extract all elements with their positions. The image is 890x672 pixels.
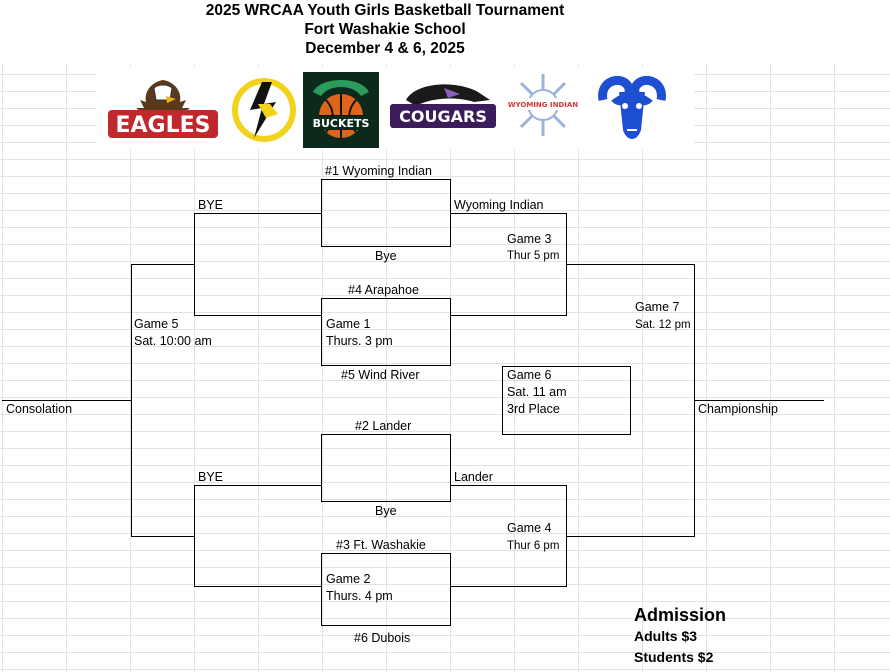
championship-label: Championship — [698, 402, 778, 416]
bracket-line — [502, 434, 631, 435]
bracket-line — [694, 400, 824, 401]
winner-bottom-label: Lander — [454, 470, 493, 484]
bracket-line — [450, 298, 451, 366]
bracket-line — [321, 434, 451, 435]
bracket-line — [566, 536, 695, 537]
game1-name: Game 1 — [326, 317, 371, 331]
bracket-line — [194, 485, 195, 587]
bracket-line — [566, 264, 695, 265]
bracket-line — [321, 298, 451, 299]
admission-adults: Adults $3 — [634, 628, 698, 644]
buckets-logo-text: BUCKETS — [313, 117, 370, 130]
bracket-line — [450, 485, 567, 486]
bracket-line — [2, 400, 132, 401]
bye-game-bottom-label: Bye — [375, 504, 397, 518]
bracket-line — [321, 625, 451, 626]
bracket-line — [566, 485, 567, 587]
game3-time: Thur 5 pm — [507, 250, 560, 262]
admission-students: Students $2 — [634, 649, 714, 665]
seed-5-label: #5 Wind River — [341, 368, 420, 382]
tournament-title: 2025 WRCAA Youth Girls Basketball Tourna… — [205, 2, 565, 19]
bracket-line — [630, 366, 631, 435]
bracket-line — [194, 213, 322, 214]
game6-note: 3rd Place — [507, 402, 560, 416]
game5-name: Game 5 — [134, 317, 179, 331]
wind-river-cougars-logo: COUGARS — [386, 78, 500, 137]
bracket-line — [194, 485, 322, 486]
dates-title: December 4 & 6, 2025 — [305, 40, 465, 57]
bracket-line — [194, 315, 322, 316]
seed-6-label: #6 Dubois — [354, 631, 411, 645]
bracket-line — [450, 434, 451, 502]
game3-name: Game 3 — [507, 232, 552, 246]
admission-title: Admission — [634, 605, 727, 625]
bracket-line — [321, 434, 322, 502]
bracket-line — [321, 246, 451, 247]
bracket-line — [321, 298, 322, 366]
bracket-line — [450, 553, 451, 626]
bracket-line — [131, 536, 195, 537]
wyoming-indian-logo-text: WYOMING INDIAN — [508, 101, 578, 109]
game1-time: Thurs. 3 pm — [326, 334, 393, 348]
bracket-line — [321, 553, 451, 554]
seed-4-label: #4 Arapahoe — [348, 283, 419, 297]
game7-time: Sat. 12 pm — [635, 319, 691, 331]
game7-name: Game 7 — [635, 300, 680, 314]
bracket-line — [131, 264, 195, 265]
eagles-logo-text: EAGLES — [115, 113, 210, 138]
game4-time: Thur 6 pm — [507, 540, 560, 552]
ram-logo — [593, 70, 671, 155]
game2-name: Game 2 — [326, 572, 371, 586]
bracket-line — [321, 553, 322, 626]
winner-top-label: Wyoming Indian — [454, 198, 544, 212]
bracket-line — [321, 501, 451, 502]
buckets-club-logo: BUCKETS — [301, 70, 381, 155]
game4-name: Game 4 — [507, 521, 552, 535]
game5-time: Sat. 10:00 am — [134, 334, 212, 348]
bye-game-top-label: Bye — [375, 249, 397, 263]
consolation-label: Consolation — [6, 402, 73, 416]
lightning-hawk-logo — [232, 74, 296, 151]
bye-bottom-label: BYE — [198, 470, 224, 484]
seed-1-label: #1 Wyoming Indian — [325, 164, 432, 178]
game6-time: Sat. 11 am — [507, 385, 567, 399]
cougars-logo-text: COUGARS — [399, 107, 487, 126]
game2-time: Thurs. 4 pm — [326, 589, 393, 603]
wyoming-indian-logo: WYOMING INDIAN — [508, 70, 578, 145]
bracket-line — [194, 586, 322, 587]
bracket-line — [450, 586, 567, 587]
seed-3-label: #3 Ft. Washakie — [336, 538, 426, 552]
bracket-line — [321, 179, 451, 180]
venue-title: Fort Washakie School — [304, 21, 466, 38]
eagles-logo: EAGLES — [104, 74, 222, 151]
seed-2-label: #2 Lander — [355, 419, 412, 433]
bracket-line — [450, 315, 567, 316]
bracket-line — [502, 366, 631, 367]
header-background — [0, 0, 890, 63]
bracket-line — [450, 213, 567, 214]
bye-top-label: BYE — [198, 198, 224, 212]
game6-name: Game 6 — [507, 368, 552, 382]
bracket-line — [502, 366, 503, 435]
bracket-line — [321, 365, 451, 366]
